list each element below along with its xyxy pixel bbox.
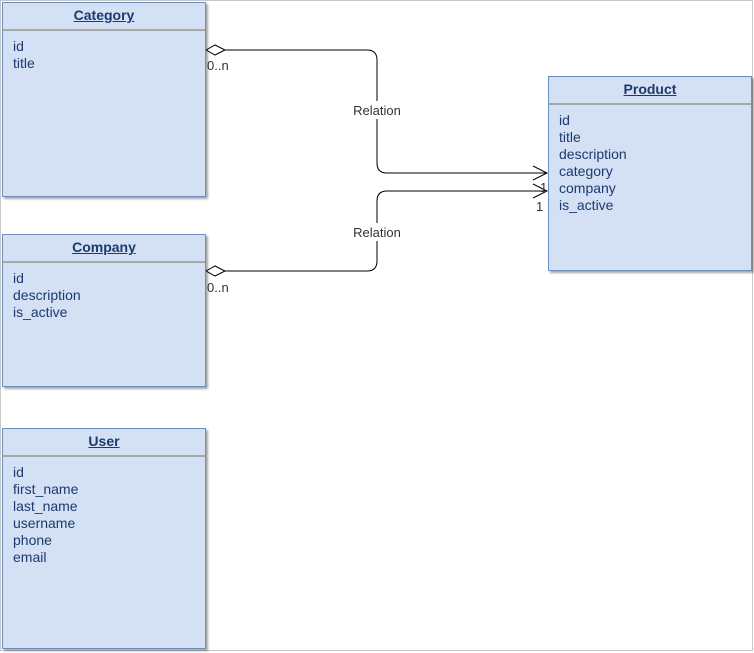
entity-product[interactable]: Product id title description category co…: [548, 76, 752, 271]
entity-user[interactable]: User id first_name last_name username ph…: [2, 428, 206, 649]
entity-title-category[interactable]: Category: [3, 3, 205, 31]
aggregation-diamond-company: [204, 265, 227, 277]
arrow-head-category: [532, 165, 549, 181]
relation-label-category: Relation: [353, 103, 401, 118]
field-item[interactable]: category: [559, 163, 613, 179]
field-item[interactable]: description: [13, 287, 81, 303]
field-item[interactable]: phone: [13, 532, 52, 548]
field-item[interactable]: company: [559, 180, 616, 196]
field-item[interactable]: email: [13, 549, 47, 565]
source-multiplicity-company: 0..n: [207, 280, 229, 295]
source-multiplicity-category: 0..n: [207, 58, 229, 73]
field-list-user: id first_name last_name username phone e…: [3, 457, 205, 566]
entity-company[interactable]: Company id description is_active: [2, 234, 206, 387]
field-item[interactable]: id: [13, 464, 24, 480]
target-multiplicity-category: 1: [540, 180, 547, 195]
field-item[interactable]: last_name: [13, 498, 78, 514]
arrow-head-company: [532, 183, 549, 199]
entity-title-user[interactable]: User: [3, 429, 205, 457]
field-item[interactable]: first_name: [13, 481, 79, 497]
field-item[interactable]: id: [13, 270, 24, 286]
aggregation-diamond-category: [204, 44, 227, 56]
field-item[interactable]: is_active: [13, 304, 68, 320]
field-item[interactable]: is_active: [559, 197, 614, 213]
field-list-company: id description is_active: [3, 263, 205, 321]
field-list-category: id title: [3, 31, 205, 72]
field-item[interactable]: id: [559, 112, 570, 128]
field-item[interactable]: title: [13, 55, 35, 71]
entity-title-product[interactable]: Product: [549, 77, 751, 105]
field-item[interactable]: username: [13, 515, 76, 531]
field-item[interactable]: description: [559, 146, 627, 162]
field-item[interactable]: id: [13, 38, 24, 54]
entity-category[interactable]: Category id title: [2, 2, 206, 197]
entity-title-company[interactable]: Company: [3, 235, 205, 263]
field-item[interactable]: title: [559, 129, 581, 145]
field-list-product: id title description category company is…: [549, 105, 751, 214]
target-multiplicity-company: 1: [536, 199, 543, 214]
relation-label-company: Relation: [353, 225, 401, 240]
